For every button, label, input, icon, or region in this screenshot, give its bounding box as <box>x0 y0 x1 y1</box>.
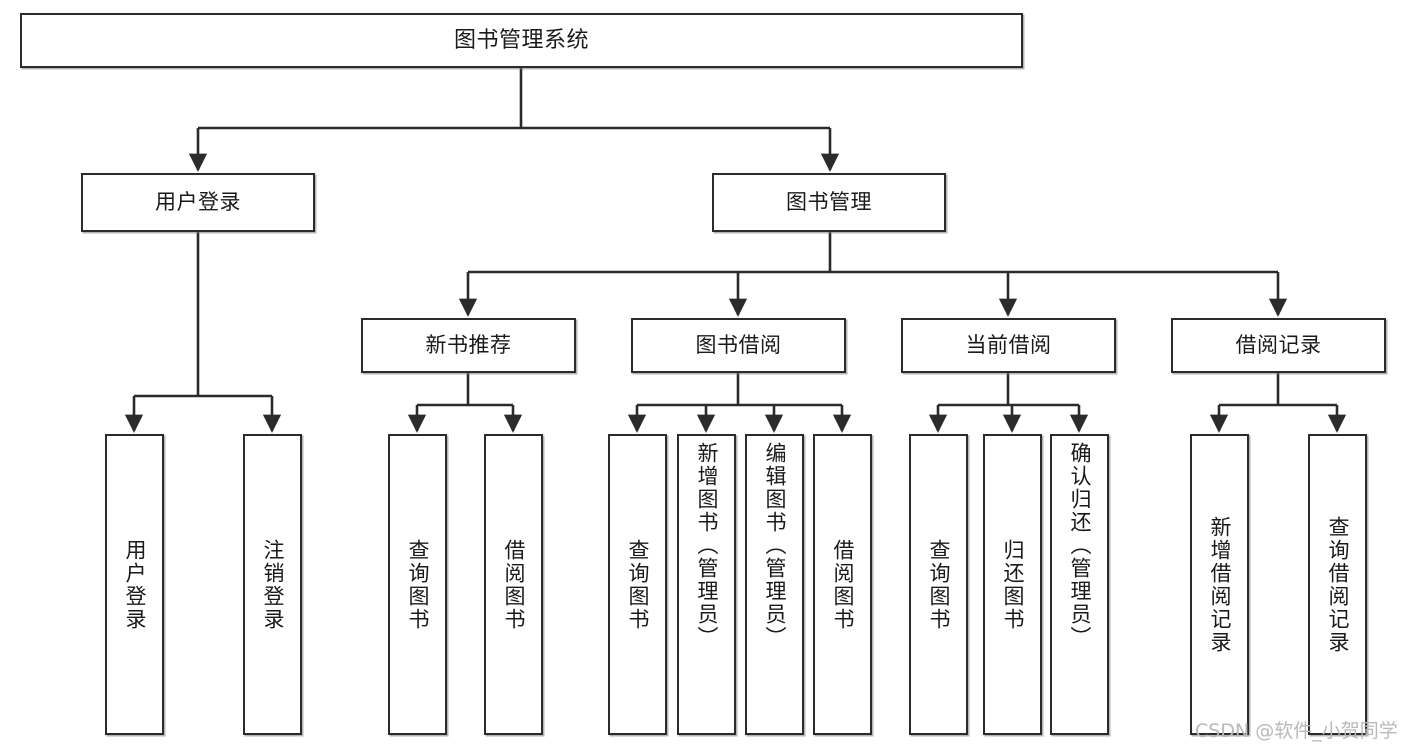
node-leaf-borrow-book[interactable]: 借阅图书 <box>813 434 872 735</box>
node-book-borrow-label: 图书借阅 <box>695 333 782 358</box>
node-leaf-add-book-label: 新增图书（管理员） <box>695 442 719 649</box>
node-leaf-user-login[interactable]: 用户登录 <box>105 434 164 735</box>
node-leaf-confirm-return[interactable]: 确认归还（管理员） <box>1050 434 1109 735</box>
node-user-login-label: 用户登录 <box>155 190 241 215</box>
node-leaf-logout-label: 注销登录 <box>261 538 285 631</box>
node-leaf-return-book-label: 归还图书 <box>1001 538 1025 631</box>
node-current-borrow[interactable]: 当前借阅 <box>901 318 1116 373</box>
node-book-manage-label: 图书管理 <box>786 190 872 215</box>
node-leaf-query-book-borrow[interactable]: 查询图书 <box>608 434 667 735</box>
node-leaf-query-book-cur[interactable]: 查询图书 <box>909 434 968 735</box>
node-leaf-borrow-book-rec[interactable]: 借阅图书 <box>484 434 543 735</box>
node-leaf-query-book-borrow-label: 查询图书 <box>626 538 650 631</box>
node-leaf-return-book[interactable]: 归还图书 <box>983 434 1042 735</box>
node-root-label: 图书管理系统 <box>453 27 589 53</box>
node-leaf-add-record[interactable]: 新增借阅记录 <box>1190 434 1249 735</box>
node-borrow-record-label: 借阅记录 <box>1235 333 1322 358</box>
node-leaf-user-login-label: 用户登录 <box>123 538 147 631</box>
node-leaf-query-book-cur-label: 查询图书 <box>927 538 951 631</box>
node-leaf-query-record[interactable]: 查询借阅记录 <box>1308 434 1367 735</box>
node-leaf-query-book-rec[interactable]: 查询图书 <box>388 434 447 735</box>
node-leaf-logout[interactable]: 注销登录 <box>243 434 302 735</box>
watermark-text: CSDN @软件_小贺同学 <box>1195 720 1398 742</box>
node-leaf-borrow-book-rec-label: 借阅图书 <box>502 538 526 631</box>
node-leaf-add-record-label: 新增借阅记录 <box>1208 515 1232 654</box>
node-book-borrow[interactable]: 图书借阅 <box>631 318 846 373</box>
node-leaf-edit-book[interactable]: 编辑图书（管理员） <box>745 434 804 735</box>
node-book-manage[interactable]: 图书管理 <box>712 173 946 232</box>
node-leaf-query-book-rec-label: 查询图书 <box>406 538 430 631</box>
node-leaf-add-book[interactable]: 新增图书（管理员） <box>677 434 736 735</box>
node-user-login[interactable]: 用户登录 <box>81 173 315 232</box>
node-root[interactable]: 图书管理系统 <box>20 13 1023 68</box>
node-new-book-recommend-label: 新书推荐 <box>425 333 512 358</box>
node-current-borrow-label: 当前借阅 <box>965 333 1052 358</box>
node-new-book-recommend[interactable]: 新书推荐 <box>361 318 576 373</box>
node-leaf-confirm-return-label: 确认归还（管理员） <box>1068 442 1092 649</box>
node-leaf-edit-book-label: 编辑图书（管理员） <box>763 442 787 649</box>
node-leaf-borrow-book-label: 借阅图书 <box>831 538 855 631</box>
node-borrow-record[interactable]: 借阅记录 <box>1171 318 1386 373</box>
node-leaf-query-record-label: 查询借阅记录 <box>1326 515 1350 654</box>
